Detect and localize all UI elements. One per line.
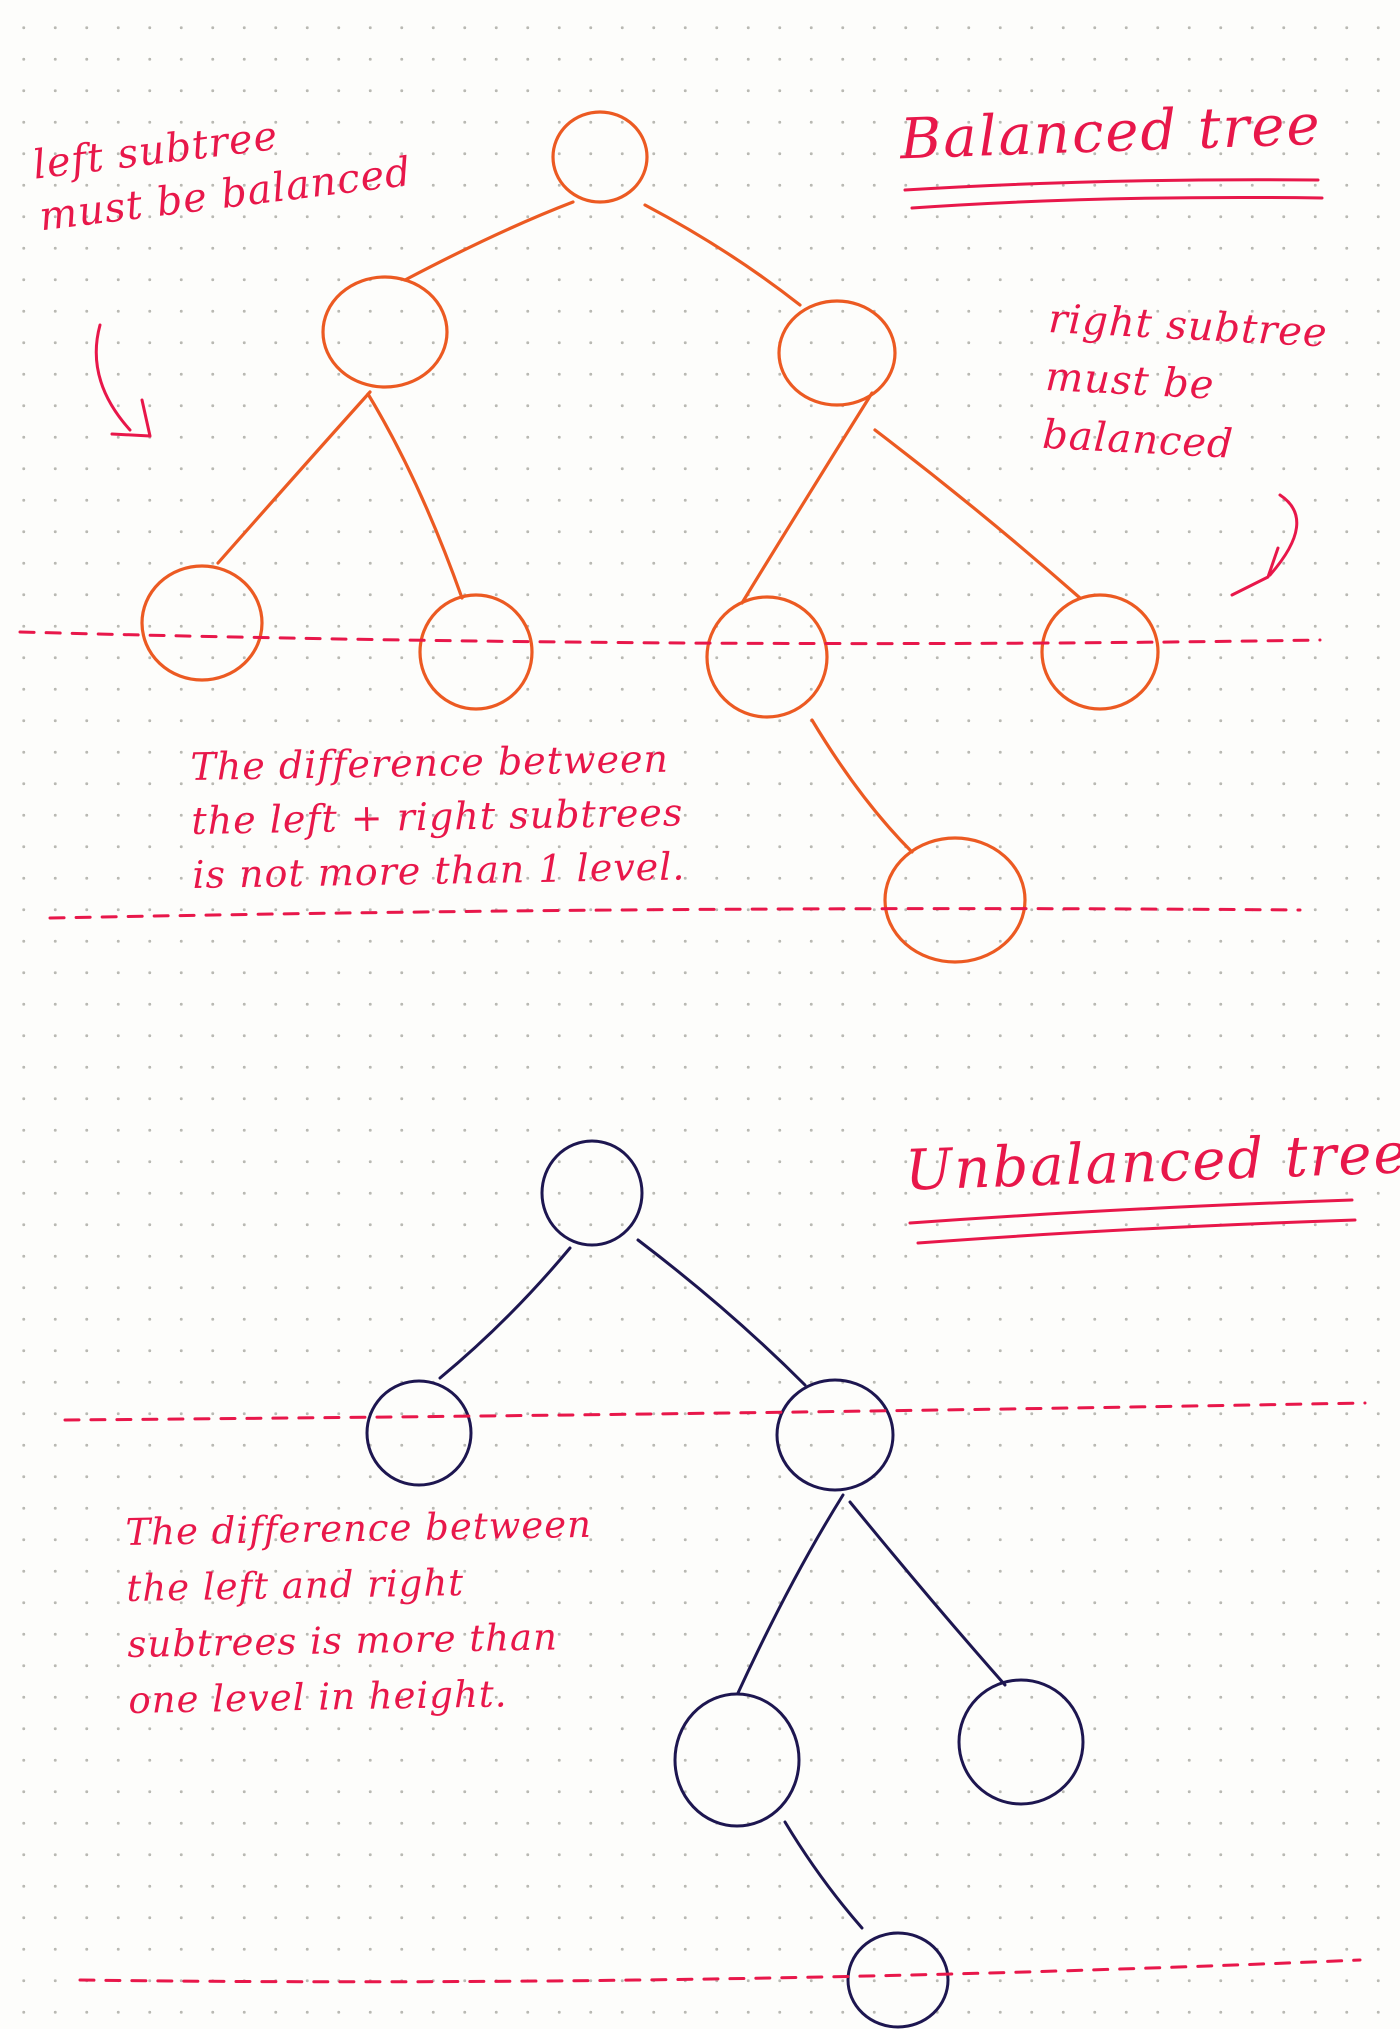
node-left-left [140,564,264,682]
node-right [775,1378,895,1492]
node-right-left-left [846,1931,950,2029]
edge-right-right [848,1500,1007,1687]
annotations [18,178,1367,1984]
note-line: The difference between [190,736,670,789]
right-subtree-note: right subtree must be balanced [1041,290,1329,478]
arrow-down-right-note [1268,493,1299,577]
node-right-left [705,595,829,719]
edge-root-right [636,1238,807,1387]
edge-rlchild-deep [810,718,914,854]
note-line: is not more than 1 level. [191,844,686,897]
node-right-right [957,1678,1085,1806]
unbalanced-difference-note: The difference between the left and righ… [125,1497,595,1729]
note-line: the left and right [126,1561,465,1610]
edge-root-left [403,200,575,282]
unbalanced-tree [365,1139,1085,2029]
unbalanced-title-underline-2 [916,1218,1357,1245]
arrow-down-left-note [94,323,132,432]
arrow-head-left-note [110,398,152,438]
edge-left-deep [783,1820,864,1930]
node-right-left-left [883,836,1027,964]
node-left-right [418,593,534,711]
level-line-1 [18,630,1322,646]
edge-right-left [736,1493,845,1695]
node-right [777,299,897,407]
note-line: The difference between [125,1502,593,1554]
balanced-difference-note: The difference between the left + right … [190,731,686,902]
level-line-2 [48,907,1302,920]
balanced-title-underline-2 [910,195,1324,210]
node-left [365,1379,473,1487]
unbalanced-title-underline [908,1198,1354,1225]
level-line-4 [78,1958,1362,1984]
level-line-3 [63,1401,1367,1422]
edge-root-right [643,203,802,307]
node-right-left [673,1692,801,1828]
balanced-title-underline [903,178,1320,192]
balanced-tree [140,110,1160,964]
node-root [551,110,649,204]
note-line: one level in height. [128,1672,508,1722]
note-line: the left + right subtrees [191,790,684,843]
node-right-right [1040,593,1160,711]
edge-left-leftleaf [216,390,372,565]
edge-root-left [438,1246,572,1380]
edge-right-rrleaf [873,428,1082,600]
note-line: subtrees is more than [127,1615,559,1666]
node-root [540,1139,644,1247]
node-left [321,275,449,389]
edge-right-rlchild [740,391,874,605]
arrow-head-right-note [1230,546,1280,597]
edge-left-rightleaf [366,392,464,600]
